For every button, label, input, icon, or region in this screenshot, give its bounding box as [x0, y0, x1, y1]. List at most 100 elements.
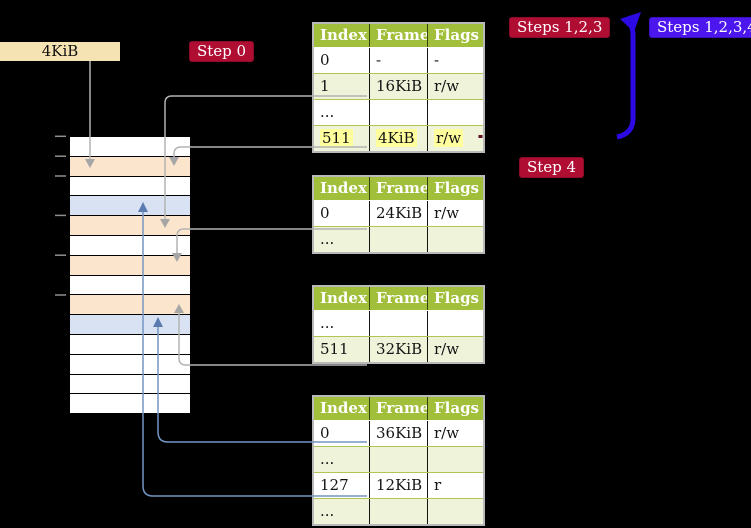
table-row: 511 4KiB r/w — [314, 125, 483, 151]
memory-frame-row-white — [70, 354, 190, 374]
table-cell: r/w — [427, 421, 483, 446]
recursive-loop-arrowhead-icon — [620, 12, 641, 32]
column-header: Frame — [369, 287, 427, 310]
column-header: Flags — [427, 24, 483, 47]
cell-text: ... — [320, 314, 335, 332]
memory-frame-row-peach — [70, 156, 190, 176]
table-cell — [369, 447, 427, 472]
table-cell: r/w — [427, 201, 483, 226]
table-cell: 0 — [314, 48, 369, 73]
table-cell — [369, 311, 427, 336]
steps-1-2-3-badge: Steps 1,2,3 — [509, 17, 611, 38]
memory-frame-row-peach — [70, 216, 190, 235]
cell-text: 36KiB — [376, 424, 423, 442]
memory-frame-row-white — [70, 374, 190, 394]
table-row: 0 24KiB r/w — [314, 200, 483, 226]
table-cell: r/w — [427, 74, 483, 99]
cell-text: r/w — [434, 424, 460, 442]
table-row: 1 16KiB r/w — [314, 73, 483, 99]
table-cell: 32KiB — [369, 337, 427, 362]
table-cell — [427, 227, 483, 252]
table-cell: 24KiB — [369, 201, 427, 226]
memory-frame-row-white — [70, 235, 190, 255]
cell-text: 32KiB — [376, 340, 423, 358]
column-header: Index — [314, 177, 369, 200]
physical-memory-stack — [70, 137, 190, 414]
table-row: ... — [314, 446, 483, 472]
table-cell: 16KiB — [369, 74, 427, 99]
table-cell — [369, 100, 427, 125]
memory-frame-row-white — [70, 275, 190, 295]
column-header: Flags — [427, 287, 483, 310]
table-row: ... — [314, 99, 483, 125]
table-cell: 1 — [314, 74, 369, 99]
table-cell: ... — [314, 311, 369, 336]
cell-text: ... — [320, 450, 335, 468]
column-header: Flags — [427, 397, 483, 420]
memory-frame-row-white — [70, 137, 190, 156]
table-row: ... — [314, 226, 483, 252]
table-row: 0 -- — [314, 47, 483, 73]
column-header: Frame — [369, 24, 427, 47]
column-header: Index — [314, 287, 369, 310]
table-row: 0 36KiB r/w — [314, 420, 483, 446]
table-cell: r/w — [427, 126, 483, 151]
table-cell: - — [427, 48, 483, 73]
table-cell: - — [369, 48, 427, 73]
column-header: Index — [314, 397, 369, 420]
table-cell: 127 — [314, 473, 369, 498]
table-cell: 511 — [314, 337, 369, 362]
table-cell — [427, 311, 483, 336]
column-header: Frame — [369, 397, 427, 420]
cell-text: 127 — [320, 476, 349, 494]
memory-frame-row-white — [70, 176, 190, 196]
cell-text: 12KiB — [376, 476, 423, 494]
memory-frame-row-peach — [70, 255, 190, 275]
column-header: Frame — [369, 177, 427, 200]
cell-text: 0 — [320, 204, 330, 222]
memory-frame-row-peach — [70, 295, 190, 315]
table-cell — [369, 499, 427, 524]
column-header: Index — [314, 24, 369, 47]
table-cell: ... — [314, 499, 369, 524]
cell-text: ... — [320, 502, 335, 520]
cell-text: 511 — [320, 340, 349, 358]
table-cell: 0 — [314, 421, 369, 446]
table-cell: 12KiB — [369, 473, 427, 498]
cell-text: 0 — [320, 51, 330, 69]
cell-text: 1 — [320, 77, 330, 95]
table-cell — [427, 100, 483, 125]
frame-size-label-box: 4KiB — [0, 42, 120, 61]
highlighted-cell-text: 511 — [320, 129, 353, 147]
table-cell — [427, 447, 483, 472]
table-cell: r — [427, 473, 483, 498]
table-cell: ... — [314, 100, 369, 125]
table-cell: 36KiB — [369, 421, 427, 446]
memory-frame-row-white — [70, 394, 190, 414]
table-row: ... — [314, 310, 483, 336]
recursive-loop-arrow — [616, 21, 636, 140]
cell-text: r/w — [434, 77, 460, 95]
table-cell — [369, 227, 427, 252]
table-cell: 0 — [314, 201, 369, 226]
memory-frame-row-blue — [70, 196, 190, 216]
memory-frame-row-white — [70, 334, 190, 354]
table-cell: r/w — [427, 337, 483, 362]
table-row: ... — [314, 498, 483, 524]
cell-text: 16KiB — [376, 77, 423, 95]
cell-text: ... — [320, 230, 335, 248]
cell-text: 0 — [320, 424, 330, 442]
cell-text: ... — [320, 103, 335, 121]
cell-text: r/w — [434, 204, 460, 222]
highlighted-cell-text: 4KiB — [376, 129, 417, 147]
column-header: Flags — [427, 177, 483, 200]
